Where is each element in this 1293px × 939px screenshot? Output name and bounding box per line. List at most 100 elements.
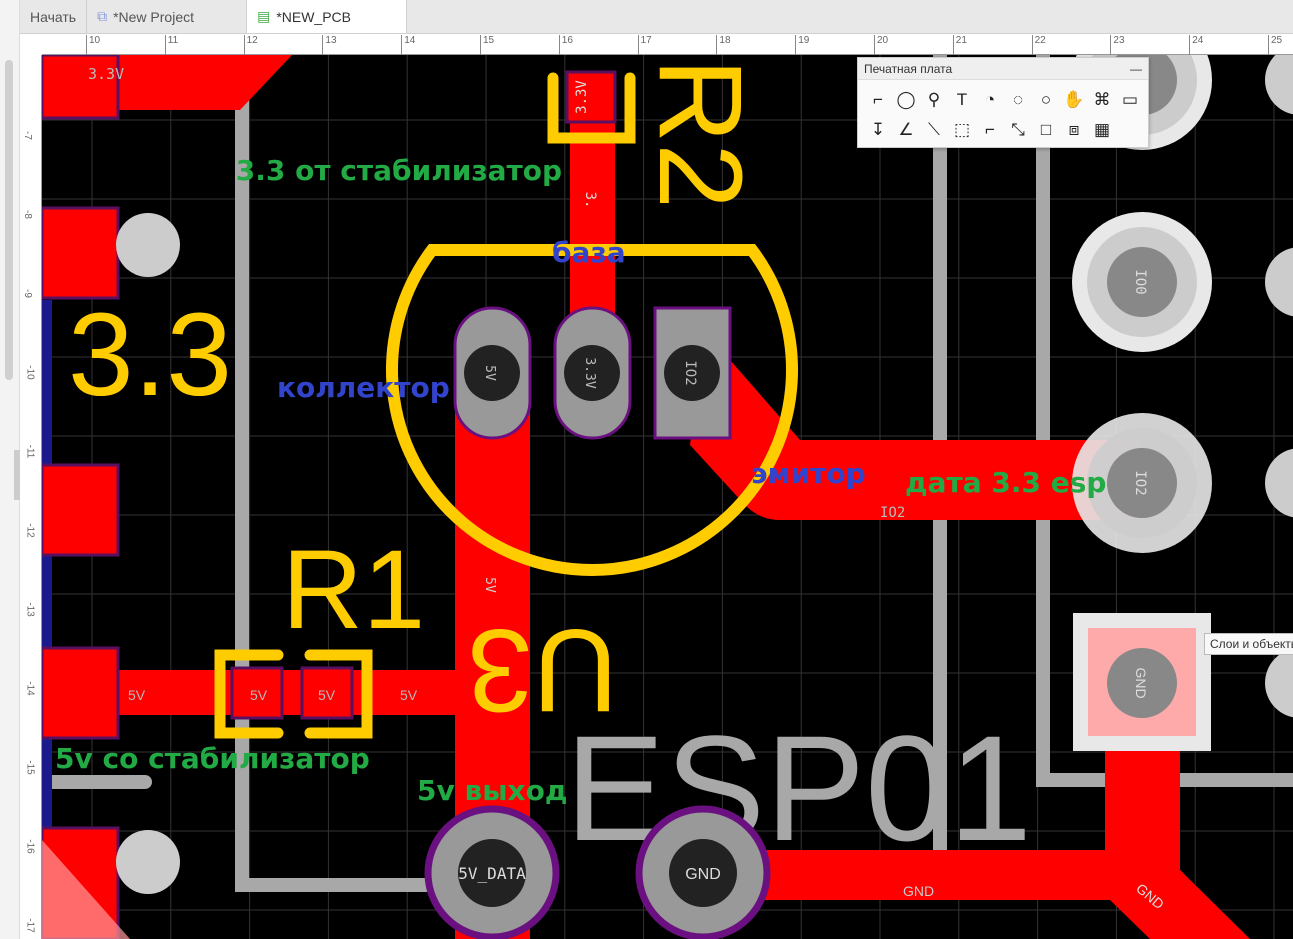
track-io2 [690, 360, 1140, 520]
left-side-strip [0, 0, 20, 939]
net-label: 5V [482, 365, 497, 381]
ruler-tick-label: 19 [795, 35, 809, 55]
net-label: IO0 [1132, 269, 1148, 294]
ruler-tick-label: -8 [21, 210, 33, 219]
ruler-tick-label: 12 [243, 35, 258, 55]
board-outline-icon[interactable]: ⌐ [985, 120, 995, 139]
ruler-tick-label: -13 [24, 602, 36, 617]
ruler-tick-label: 25 [1268, 35, 1282, 55]
hole [116, 830, 180, 894]
pad [42, 55, 120, 120]
ruler-tick-label: -7 [21, 131, 33, 140]
svg-text:5V: 5V [318, 687, 336, 703]
svg-text:5V: 5V [400, 687, 418, 703]
ruler-tick-label: 14 [401, 35, 415, 55]
tab-bar: Начать ⧉*New Project ▤*NEW_PCB [20, 0, 1293, 34]
net-label: GND [1133, 667, 1149, 698]
note-emitter: эмитор [751, 457, 866, 490]
table-icon[interactable]: ▦ [1093, 120, 1111, 139]
pad [42, 463, 120, 557]
minimize-button[interactable]: — [1130, 62, 1142, 76]
component-outlines [42, 55, 1293, 892]
silkscreen: 3.3 R1 U3 R2 [68, 58, 766, 736]
net-label: GND [685, 866, 721, 883]
r1-pad-1[interactable] [230, 666, 284, 720]
silk-r1-outline [214, 649, 373, 739]
arc-icon[interactable]: ◔ [984, 90, 996, 109]
tab-new-pcb[interactable]: ▤*NEW_PCB [247, 0, 408, 33]
note-data-33-esp: дата 3.3 esp [905, 466, 1106, 499]
silk-u-mark [547, 72, 636, 144]
note-collector: коллектор [277, 371, 450, 404]
net-label: GND [903, 883, 934, 899]
transistor-pads [453, 306, 732, 440]
ruler-tick-label: 23 [1110, 35, 1125, 55]
pad-top-33[interactable] [565, 70, 617, 124]
ruler-tick-label: 18 [716, 35, 731, 55]
r1-pad-2[interactable] [300, 666, 354, 720]
ruler-tick-label: -17 [24, 918, 36, 933]
silk-transistor-outline [386, 244, 798, 576]
net-label: 3.3V [582, 357, 597, 388]
ruler-tick-label: -9 [21, 289, 33, 298]
pan-hand-icon[interactable]: ✋ [1063, 90, 1085, 109]
arc-center-icon[interactable]: ◌ [1012, 90, 1024, 109]
tab-label: *NEW_PCB [276, 8, 351, 25]
net-label: 3.3V [574, 80, 590, 114]
ruler-tick-label: 15 [480, 35, 494, 55]
tooltip-layers: Слои и объекты [1204, 633, 1293, 655]
ruler-tick-label: 22 [1031, 35, 1046, 55]
ruler-tick-label: 21 [952, 35, 967, 55]
pad [42, 646, 120, 740]
via-icon[interactable]: ◯ [896, 90, 916, 109]
outline-right-b [1036, 55, 1293, 787]
ruler-tick-label: 17 [637, 35, 652, 55]
net-label: IO2 [682, 360, 698, 385]
angle-icon[interactable]: ∠ [898, 120, 914, 139]
svg-text:5V: 5V [128, 687, 146, 703]
cross-icon[interactable]: ⌘ [1093, 90, 1111, 109]
text-icon[interactable]: T [956, 90, 968, 109]
ruler-tick-label: 11 [164, 35, 178, 55]
hole [116, 213, 180, 277]
ruler-tick-label: -12 [24, 523, 36, 538]
panel-title: Печатная плата [864, 62, 953, 76]
drill [669, 839, 737, 907]
ruler-tick-label: 16 [558, 35, 573, 55]
ruler-tick-label: 20 [874, 35, 888, 55]
dimension-icon[interactable]: ↧ [870, 120, 886, 139]
group-icon[interactable]: ⧈ [1068, 120, 1080, 139]
silk-u3: U3 [467, 604, 618, 736]
tab-new-project[interactable]: ⧉*New Project [87, 0, 248, 33]
silk-r2: R2 [634, 58, 766, 209]
connect-icon[interactable]: ⟍ [928, 120, 940, 139]
net-label: 5V [482, 577, 497, 593]
blue-edge [42, 300, 52, 939]
measure-icon[interactable]: ⤡ [1011, 120, 1025, 139]
note-5v-stabilizer: 5v со стабилизатор [55, 742, 370, 775]
pcb-tools-panel: Печатная плата — ⌐ ◯ ⚲ T ◔ ◌ ○ ✋ ⌘ ▭ ↧ ∠ ⟍ ⬚ ⌐ ⤡ □ ⧈ ▦ [857, 57, 1149, 148]
circle-icon[interactable]: ○ [1040, 90, 1052, 109]
drill [564, 345, 620, 401]
silk-esp01: ESP01 [565, 704, 1032, 872]
ruler-tick-label: 10 [86, 35, 100, 55]
region-icon[interactable]: ⬚ [953, 120, 971, 139]
outline-left [235, 55, 450, 892]
vertical-scrollbar[interactable] [5, 60, 13, 380]
left-ruler: -7-8-9-10-11-12-13-14-15-16-17 [20, 55, 42, 939]
ruler-tick-label: 24 [1189, 35, 1203, 55]
track-icon[interactable]: ⌐ [873, 90, 883, 109]
ruler-tick-label: -16 [24, 839, 36, 854]
net-label: 3. [582, 192, 598, 209]
image-icon[interactable]: ▭ [1121, 90, 1139, 109]
panel-collapse-handle[interactable] [14, 450, 20, 500]
pcb-canvas[interactable]: 3.3V ESP01 5V 3.3V IO2 3.3V 3. 5V 3.3 R1… [42, 55, 1293, 939]
silk-33: 3.3 [68, 289, 232, 421]
pad-icon[interactable]: ⚲ [927, 90, 941, 109]
rectangle-icon[interactable]: □ [1040, 120, 1052, 139]
tab-label: Начать [30, 8, 77, 25]
note-base: база [552, 236, 626, 269]
tab-start[interactable]: Начать [20, 0, 88, 33]
